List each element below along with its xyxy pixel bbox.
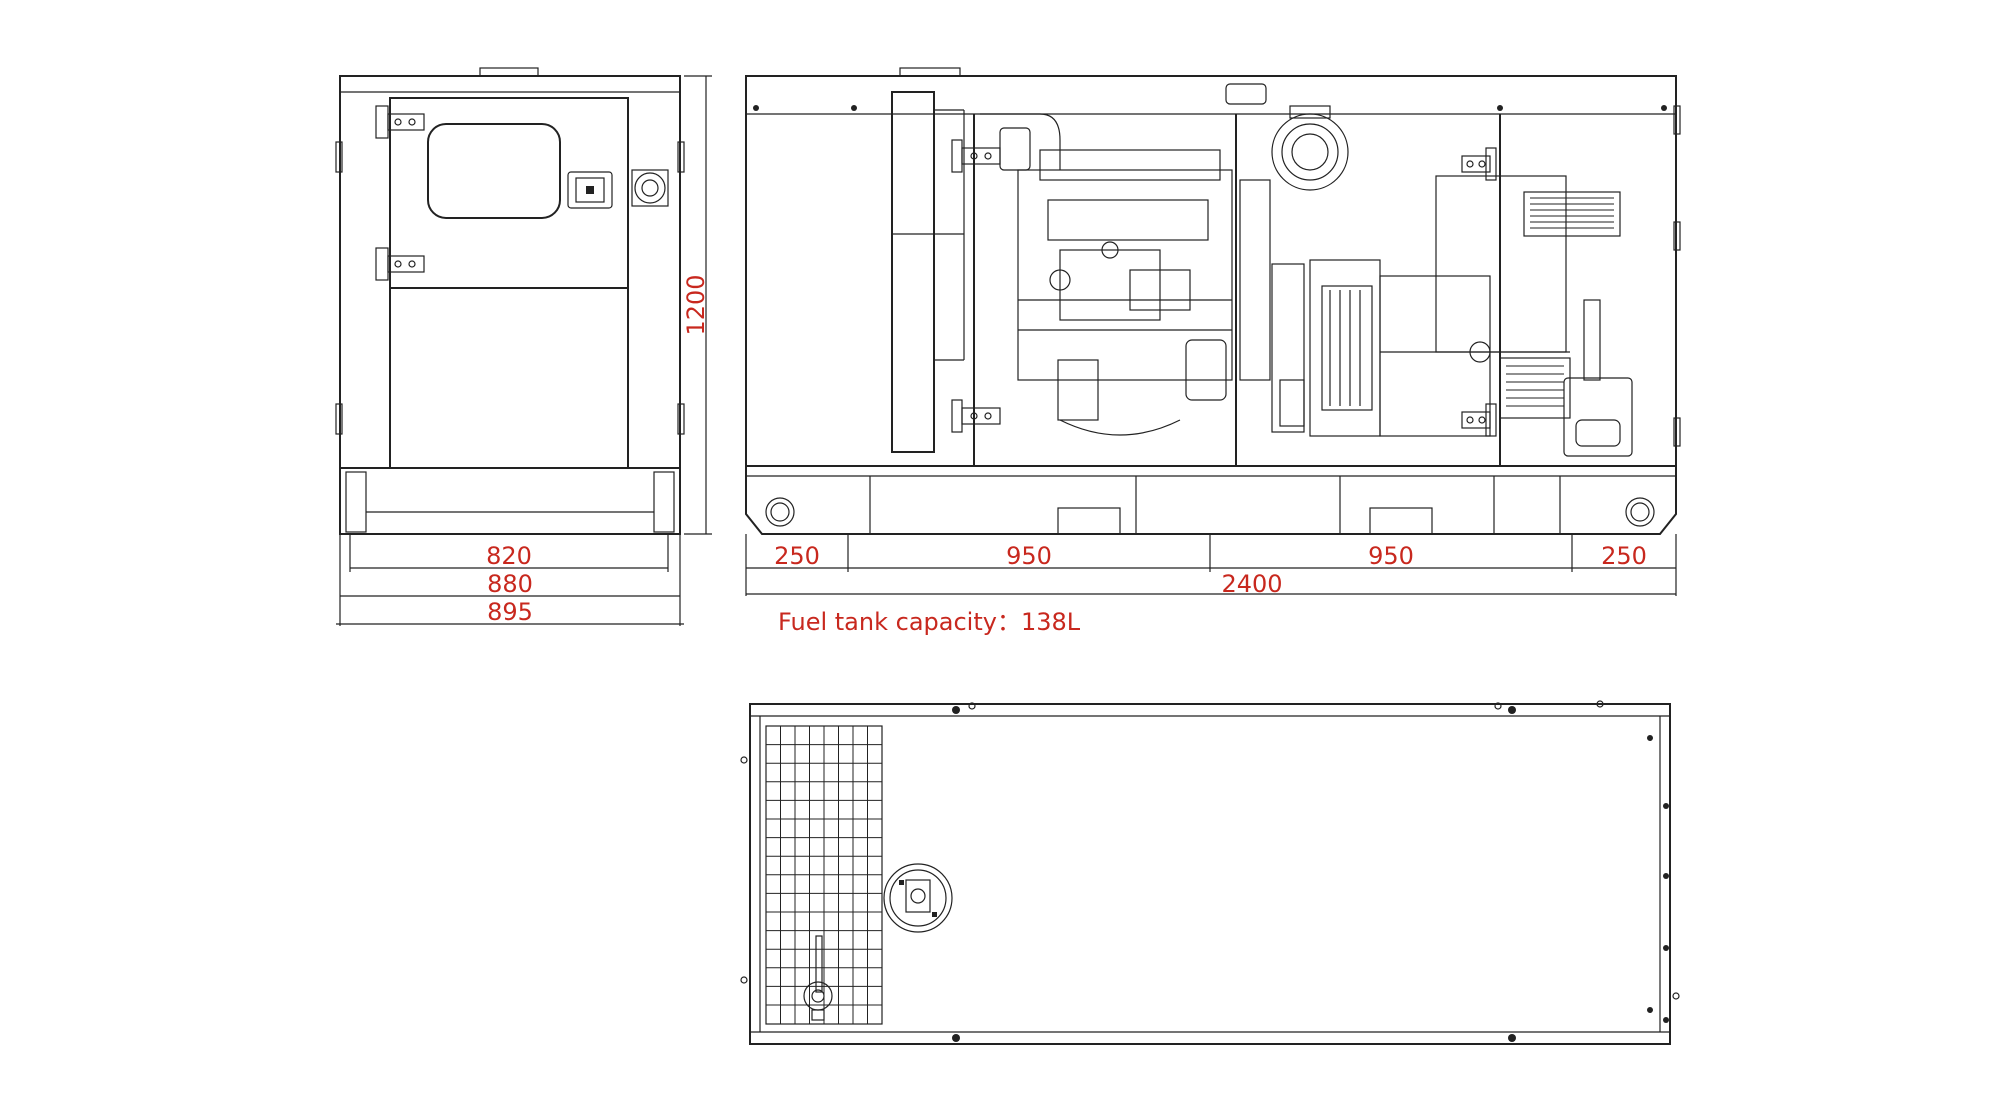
- side-dimensions: 250 950 950 250 2400 Fuel tank capacity：…: [745, 534, 1677, 636]
- front-dimensions: 1200 820 880 895: [336, 75, 712, 626]
- side-hinge-1: [951, 139, 1001, 173]
- dim-mid-width: 880: [487, 570, 533, 598]
- control-louver: [1523, 191, 1621, 237]
- door-hinge-bottom: [375, 247, 425, 281]
- door-hinge-top: [375, 105, 425, 139]
- side-hinge-3: [1461, 147, 1497, 181]
- fuel-filler: [883, 863, 953, 933]
- side-hinge-2: [951, 399, 1001, 433]
- dim-outer-width: 895: [487, 598, 533, 626]
- dim-seg3: 950: [1368, 542, 1414, 570]
- dim-total-length: 2400: [1221, 570, 1282, 598]
- fuel-cap: [1563, 377, 1633, 457]
- top-grille: [765, 725, 883, 1025]
- dim-seg1: 250: [774, 542, 820, 570]
- radiator: [891, 91, 935, 453]
- front-view: [335, 67, 685, 535]
- dim-height: 1200: [682, 274, 710, 335]
- side-view: [745, 67, 1681, 535]
- side-hinge-4: [1461, 403, 1497, 437]
- door-lock: [567, 171, 613, 209]
- air-filter: [1271, 105, 1349, 191]
- engine: [980, 113, 1271, 436]
- top-view: [740, 700, 1680, 1045]
- fuel-tank-note: Fuel tank capacity：138L: [778, 608, 1081, 636]
- dim-seg2: 950: [1006, 542, 1052, 570]
- door-window: [427, 123, 561, 219]
- front-door: [389, 97, 629, 289]
- alternator: [1379, 175, 1570, 437]
- dim-inner-width: 820: [486, 542, 532, 570]
- alternator-coupling: [1271, 259, 1381, 437]
- rear-louver: [1499, 357, 1571, 419]
- dim-seg4: 250: [1601, 542, 1647, 570]
